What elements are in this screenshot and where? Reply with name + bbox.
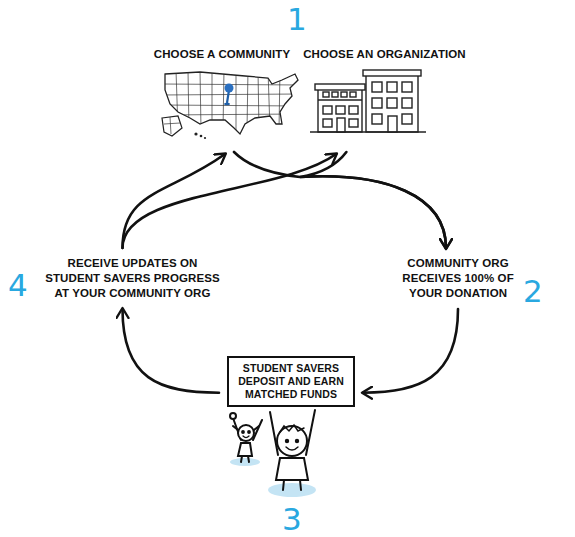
step-choice: CHOOSE A COMMUNITY [147, 44, 297, 148]
callout-number: 3 [282, 502, 302, 536]
callout-number: 1 [287, 2, 307, 36]
buildings [310, 70, 426, 132]
step-label: CHOOSE A COMMUNITY [154, 47, 290, 62]
cycle-arrow [234, 152, 446, 248]
map-pin [224, 84, 234, 106]
cycle-arrow [300, 152, 446, 248]
cycle-arrow [363, 309, 458, 393]
sign-board: STUDENT SAVERS DEPOSIT AND EARN MATCHED … [227, 356, 355, 407]
cycle-arrow [123, 309, 220, 393]
step-text: COMMUNITY ORG RECEIVES 100% OF YOUR DONA… [387, 256, 529, 301]
callout-number: 4 [8, 268, 28, 302]
step-label: RECEIVE UPDATES ON STUDENT SAVERS PROGRE… [45, 256, 220, 301]
step-label: COMMUNITY ORG RECEIVES 100% OF YOUR DONA… [387, 256, 529, 301]
step-choice: CHOOSE AN ORGANIZATION [298, 44, 471, 148]
student-figures [230, 410, 316, 497]
step-label: CHOOSE AN ORGANIZATION [303, 47, 466, 62]
step-label: STUDENT SAVERS DEPOSIT AND EARN MATCHED … [234, 362, 348, 401]
cycle-arrow [123, 154, 337, 248]
cycle-arrow [123, 154, 226, 248]
us-map [160, 70, 300, 139]
callout-number: 2 [523, 274, 543, 308]
step-text: RECEIVE UPDATES ON STUDENT SAVERS PROGRE… [45, 256, 220, 301]
